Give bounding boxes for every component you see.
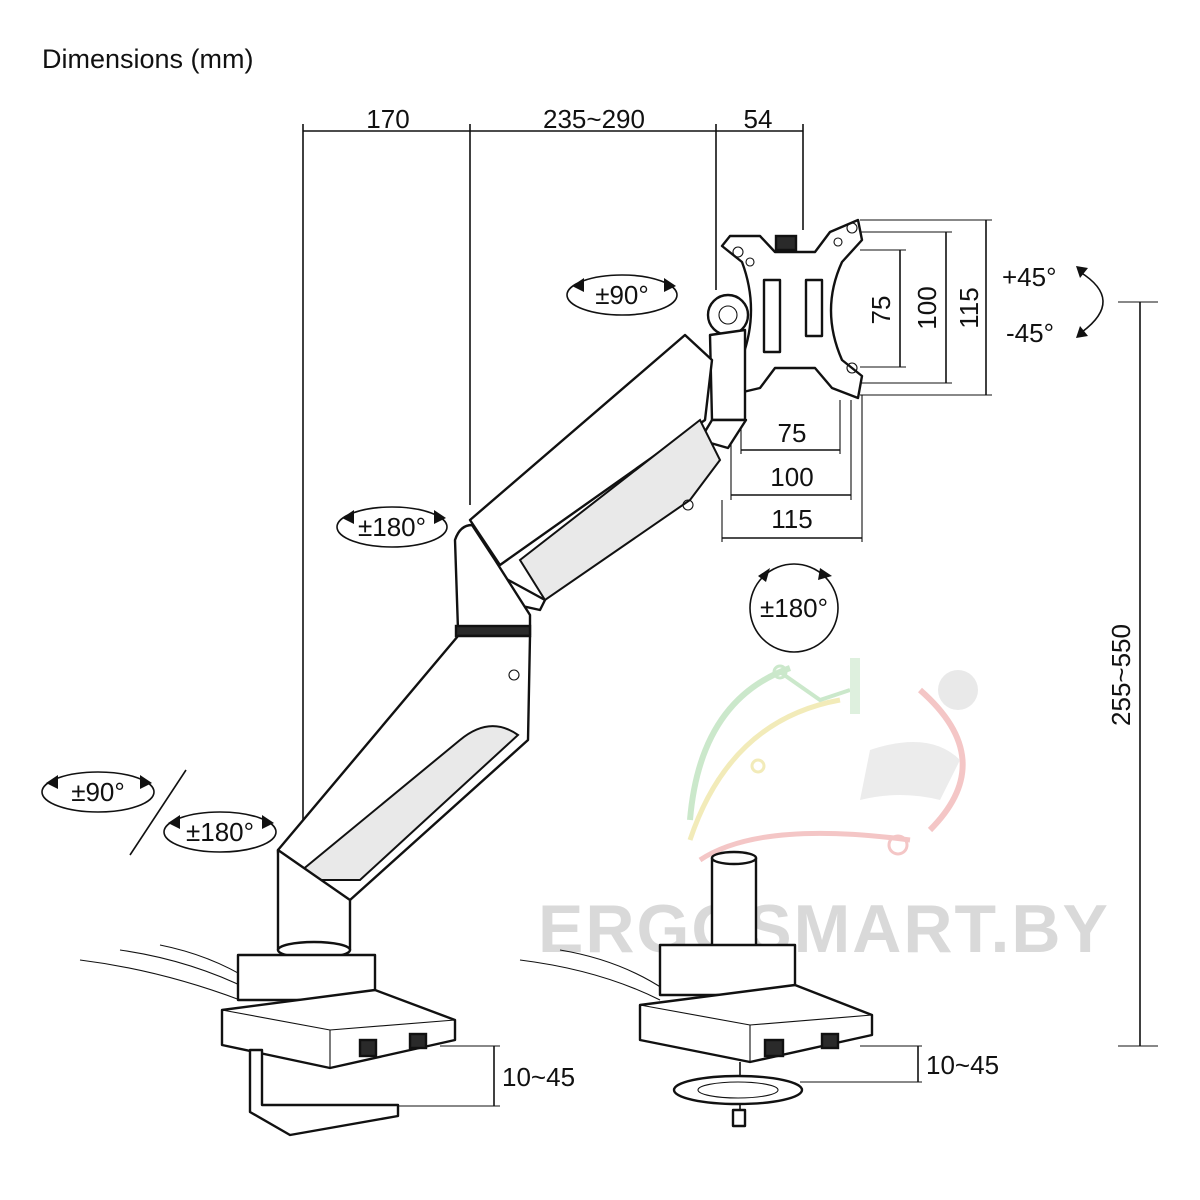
desk-lines-left: [79, 944, 251, 1001]
rotation-arrow-icon: [163, 811, 277, 853]
dim-vesa-v-115: 115: [954, 287, 984, 328]
grommet-base: [638, 850, 874, 1128]
desk-lines-right: [519, 949, 666, 1001]
grommet-dimension-lines: [800, 1045, 922, 1083]
rotation-arrow-icon: [749, 563, 839, 653]
dim-vesa-h-75: 75: [778, 418, 807, 448]
dim-clamp-thickness: 10~45: [502, 1062, 575, 1092]
rotation-arrow-icon: [41, 771, 155, 813]
dim-base-offset: 170: [366, 104, 409, 134]
tilt-arrow-icon: [1076, 266, 1104, 338]
base-rotation-b-label: ±180°: [186, 817, 254, 847]
upper-arm: [468, 333, 722, 612]
vesa-horizontal-dimension-lines: [721, 395, 863, 542]
page-title: Dimensions (mm): [42, 44, 254, 74]
dim-head-depth: 54: [744, 104, 773, 134]
elbow-rotation-label: ±180°: [358, 512, 426, 542]
watermark-text: ERGOSMART.BY: [538, 891, 1110, 967]
clamp-dimension-lines: [398, 1045, 500, 1107]
dim-vesa-v-100: 100: [912, 286, 942, 329]
dim-grommet-thickness: 10~45: [926, 1050, 999, 1080]
dim-arm-length: 235~290: [543, 104, 645, 134]
rotation-arrow-icon: [336, 506, 448, 548]
dim-height-range: 255~550: [1106, 624, 1136, 726]
head-rotation-label: ±90°: [595, 280, 649, 310]
top-dimension-lines: [302, 124, 804, 820]
vesa-vertical-dimension-lines: [860, 219, 992, 396]
dim-vesa-h-100: 100: [770, 462, 813, 492]
dim-vesa-v-75: 75: [866, 296, 896, 325]
separator-line: [129, 769, 187, 856]
ergosmart-logo-icon: [687, 658, 978, 863]
tilt-up-label: +45°: [1002, 262, 1057, 292]
screen-rotation-label: ±180°: [760, 593, 828, 623]
vesa-plate: [720, 218, 864, 400]
dim-vesa-h-115: 115: [771, 504, 812, 534]
tilt-down-label: -45°: [1006, 318, 1054, 348]
height-dimension-lines: [1118, 301, 1158, 1047]
rotation-arrow-icon: [566, 274, 678, 316]
base-rotation-a-label: ±90°: [71, 777, 125, 807]
clamp-base: [220, 953, 457, 1137]
